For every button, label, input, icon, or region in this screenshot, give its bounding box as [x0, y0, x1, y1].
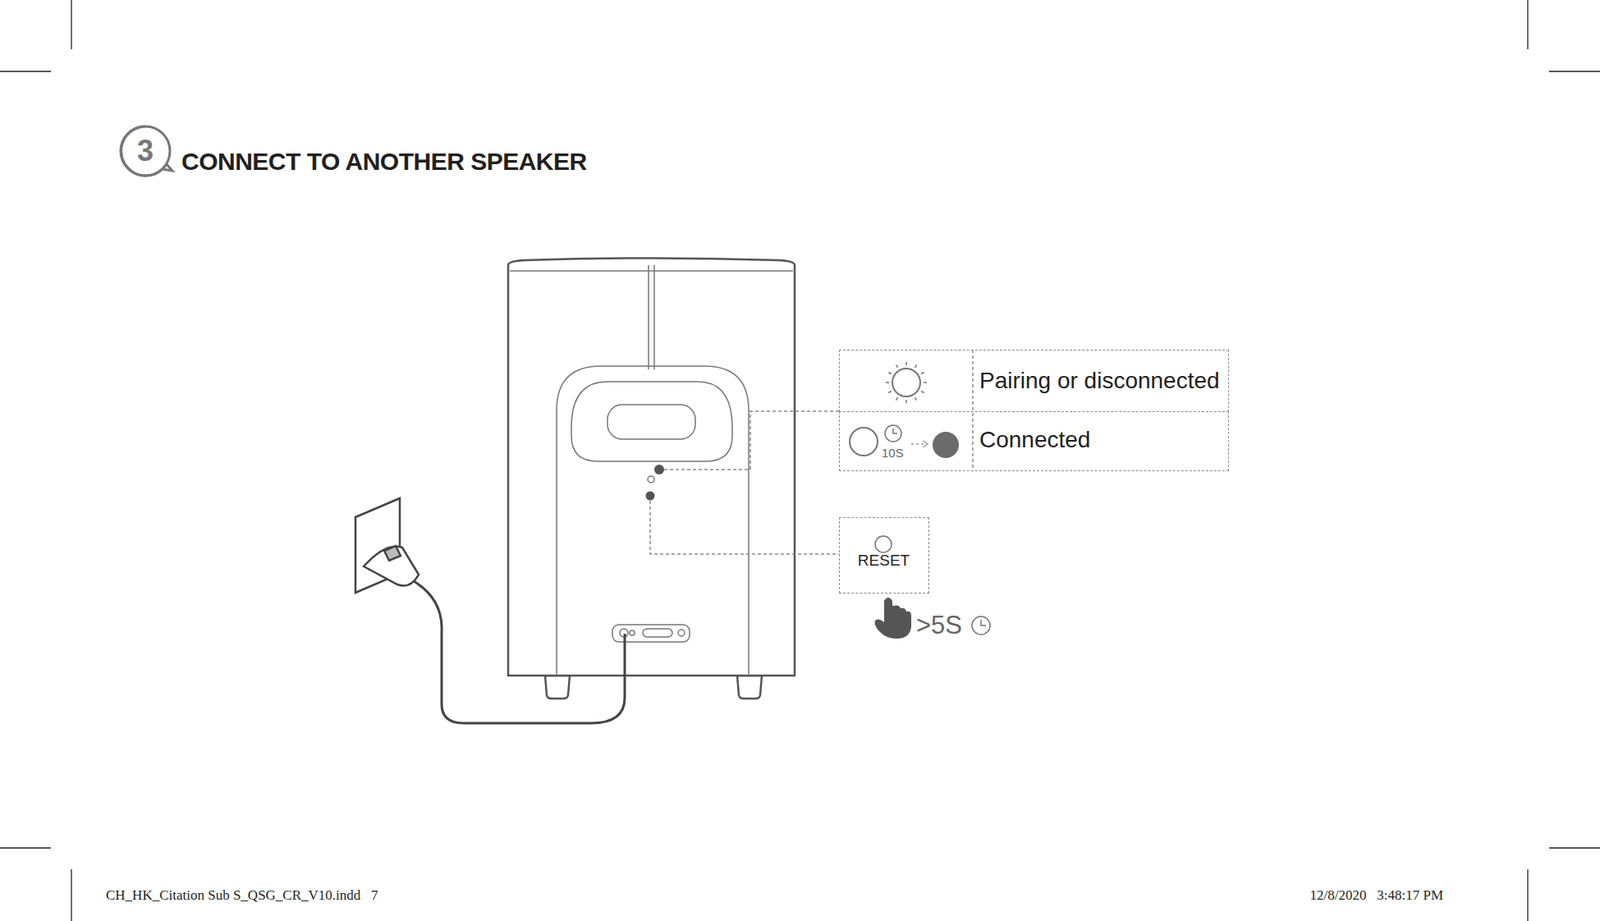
reset-box: RESET [838, 517, 930, 594]
node-text: RESET [857, 551, 910, 570]
hold-time: >5S [916, 610, 963, 641]
footer-date: 12/8/2020 3:48:17 PM [1310, 887, 1444, 904]
page-title: CONNECT TO ANOTHER SPEAKER [181, 147, 587, 176]
step-number: 3 [137, 133, 154, 169]
duration-label: 10S [881, 445, 904, 460]
node-text: Pairing or disconnected [979, 367, 1220, 395]
status-row: Pairing or disconnected [838, 349, 1229, 413]
node-text: Connected [979, 426, 1091, 454]
footer-file: CH_HK_Citation Sub S_QSG_CR_V10.indd 7 [105, 887, 379, 904]
status-row: Connected [838, 411, 1229, 472]
